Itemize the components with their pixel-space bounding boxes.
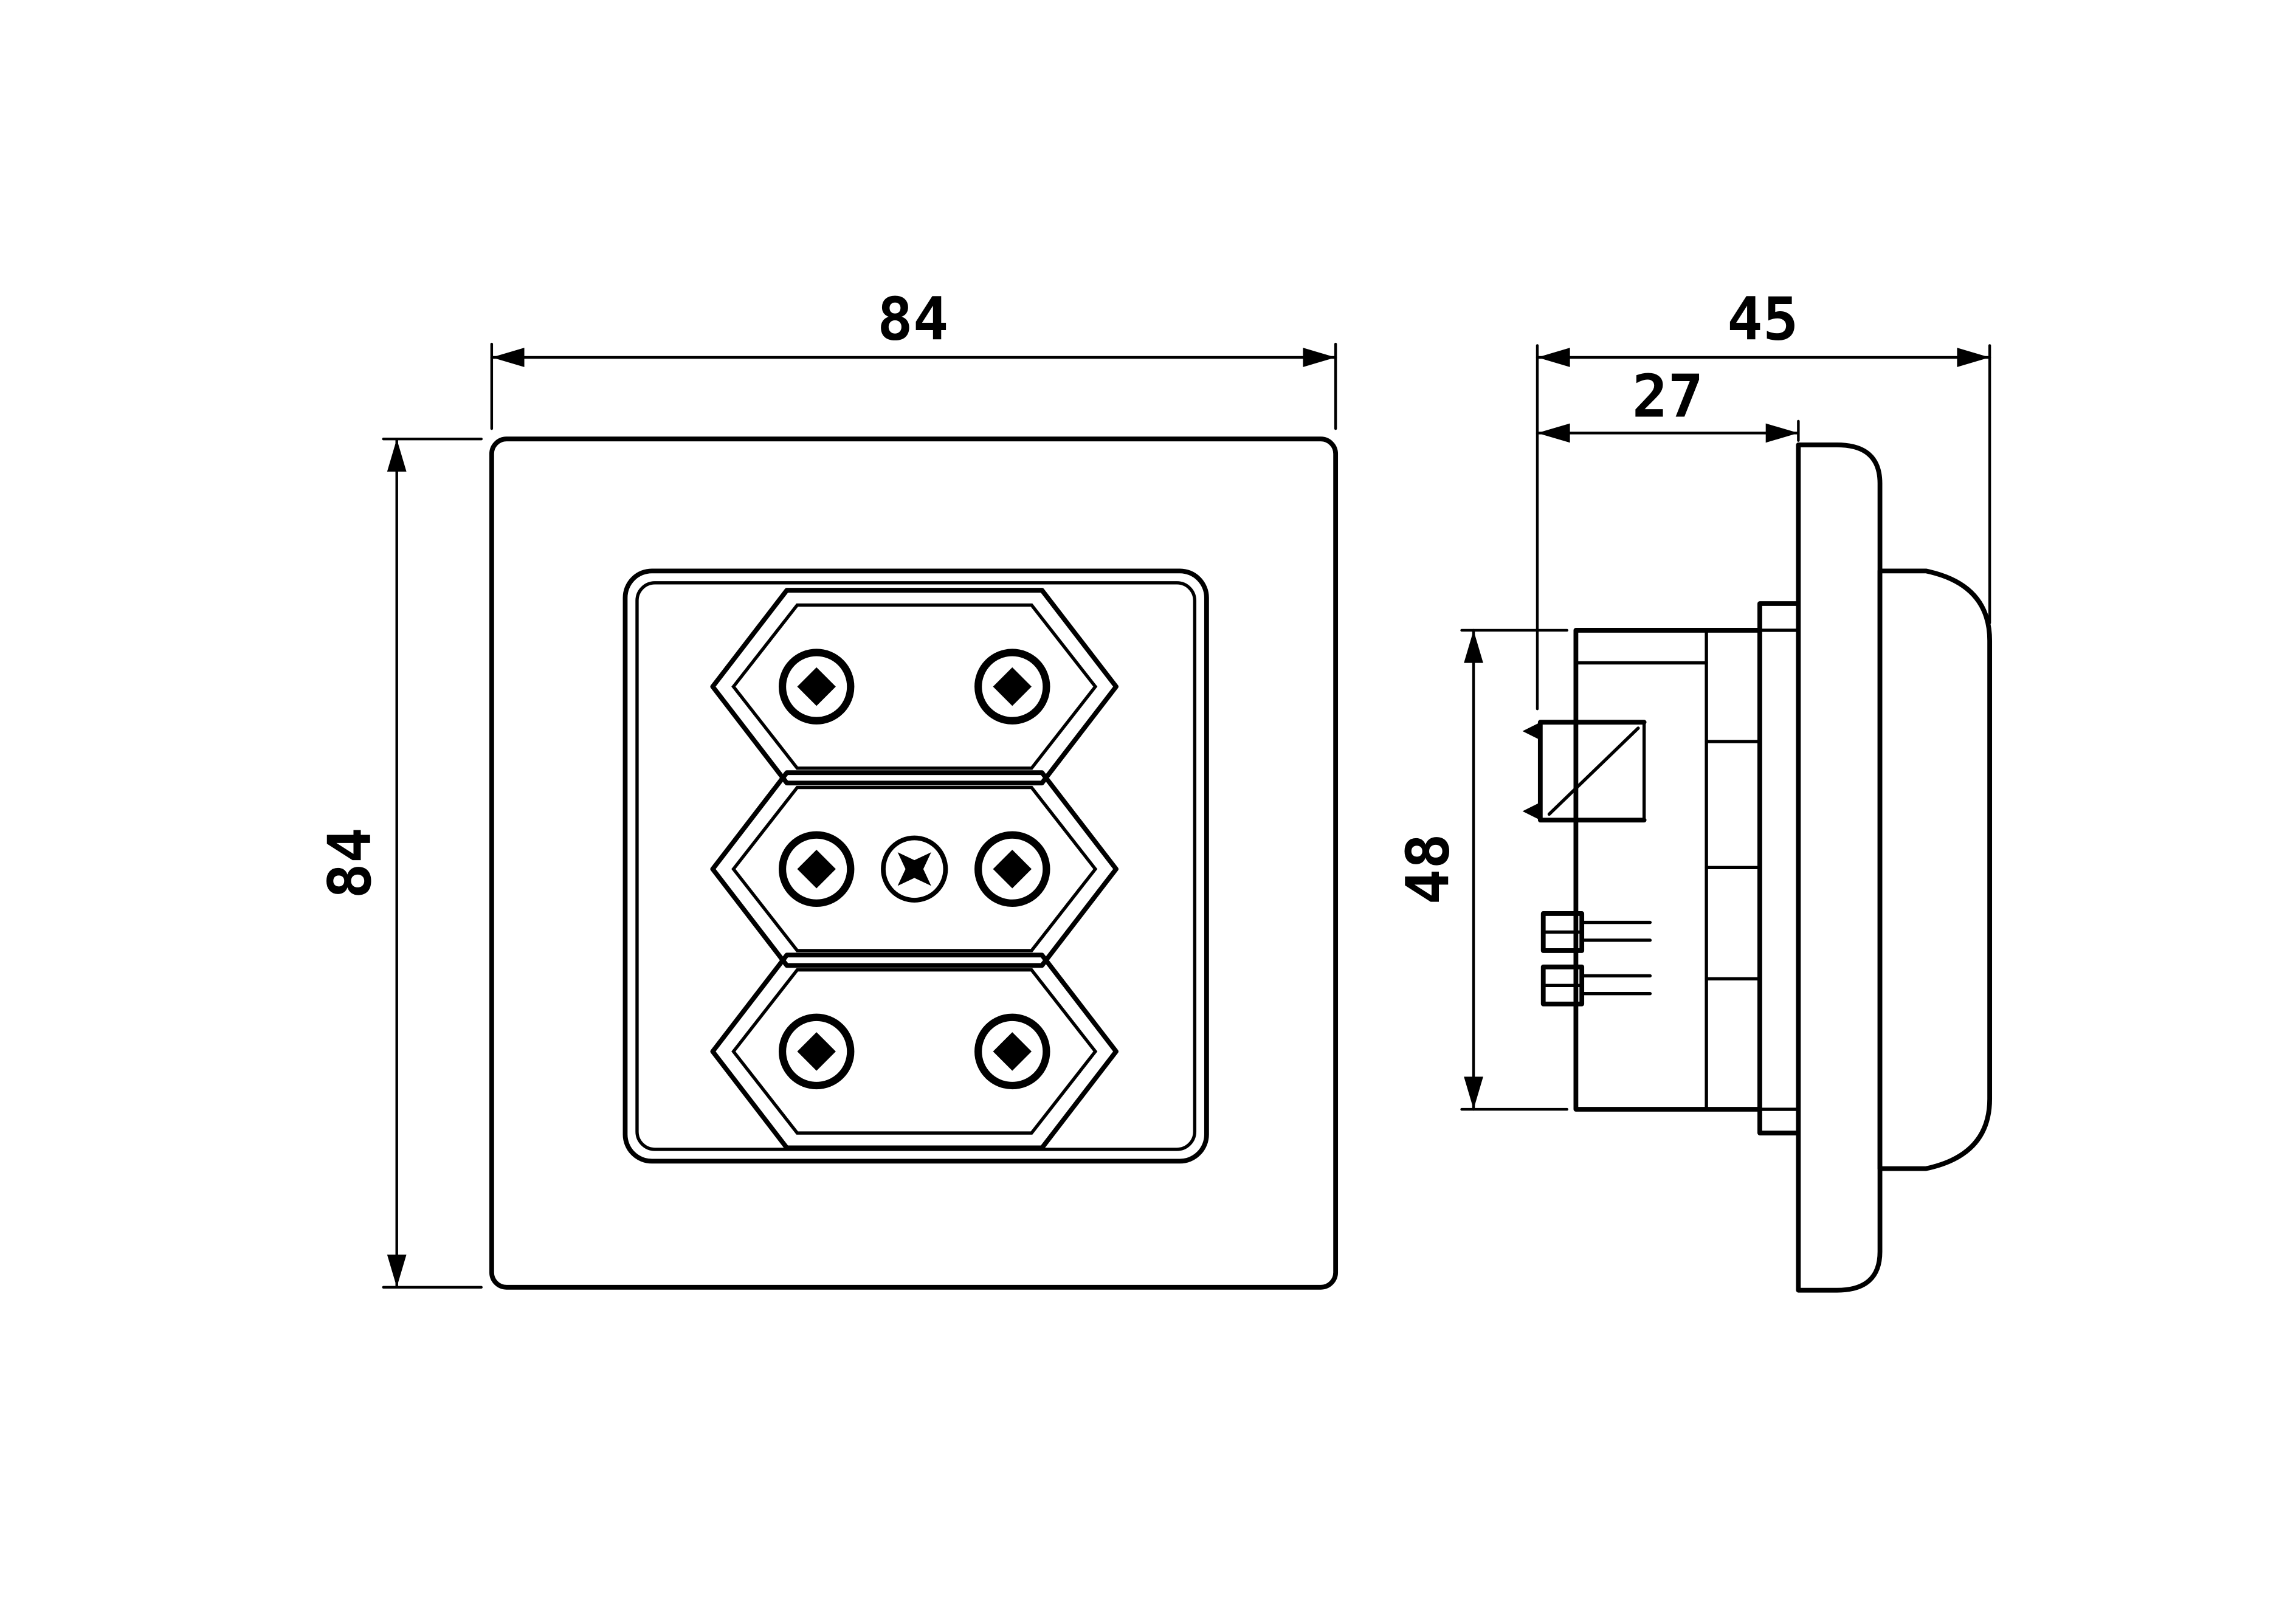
claw-screw (1547, 726, 1640, 816)
arrowhead-left (1537, 423, 1570, 443)
mechanism-body (1573, 628, 1762, 1112)
arrowhead-right (1957, 348, 1990, 367)
dim-label-total-depth: 45 (1727, 285, 1799, 354)
cover-bulge (1877, 568, 1993, 1171)
mounting-claw-top (1522, 720, 1647, 823)
arrowhead-left (1537, 348, 1570, 367)
dim-side-recess-depth: 27 (1536, 362, 1800, 443)
claw-tip (1522, 722, 1540, 740)
dim-front-width: 84 (490, 285, 1337, 430)
dim-label-mechanism-height: 48 (1394, 833, 1463, 905)
frame-profile (1796, 442, 1883, 1293)
arrowhead-bottom (1464, 1076, 1483, 1110)
front-view (489, 436, 1339, 1290)
dim-side-total-depth: 45 (1536, 285, 1991, 711)
claw-tip (1522, 802, 1540, 821)
claw-bracket (1537, 720, 1647, 823)
arrowhead-right (1303, 348, 1336, 367)
arrowhead-top (387, 439, 407, 472)
dim-front-height: 84 (315, 438, 483, 1289)
support-plate (1757, 601, 1801, 1135)
front-insert-outer-edge (622, 568, 1209, 1164)
phillips-cross-icon (897, 852, 931, 886)
arrowhead-bottom (387, 1255, 407, 1287)
arrowhead-top (1464, 630, 1483, 663)
dim-side-mechanism-height: 48 (1394, 628, 1568, 1111)
dim-label-front-height: 84 (315, 827, 385, 899)
center-screw (881, 835, 948, 903)
dim-label-recess-depth: 27 (1632, 362, 1704, 432)
dim-label-front-width: 84 (877, 285, 949, 354)
arrowhead-right (1765, 423, 1799, 443)
wire-terminals (1540, 911, 1652, 1007)
arrowhead-left (491, 348, 525, 367)
side-view (1522, 442, 1993, 1293)
